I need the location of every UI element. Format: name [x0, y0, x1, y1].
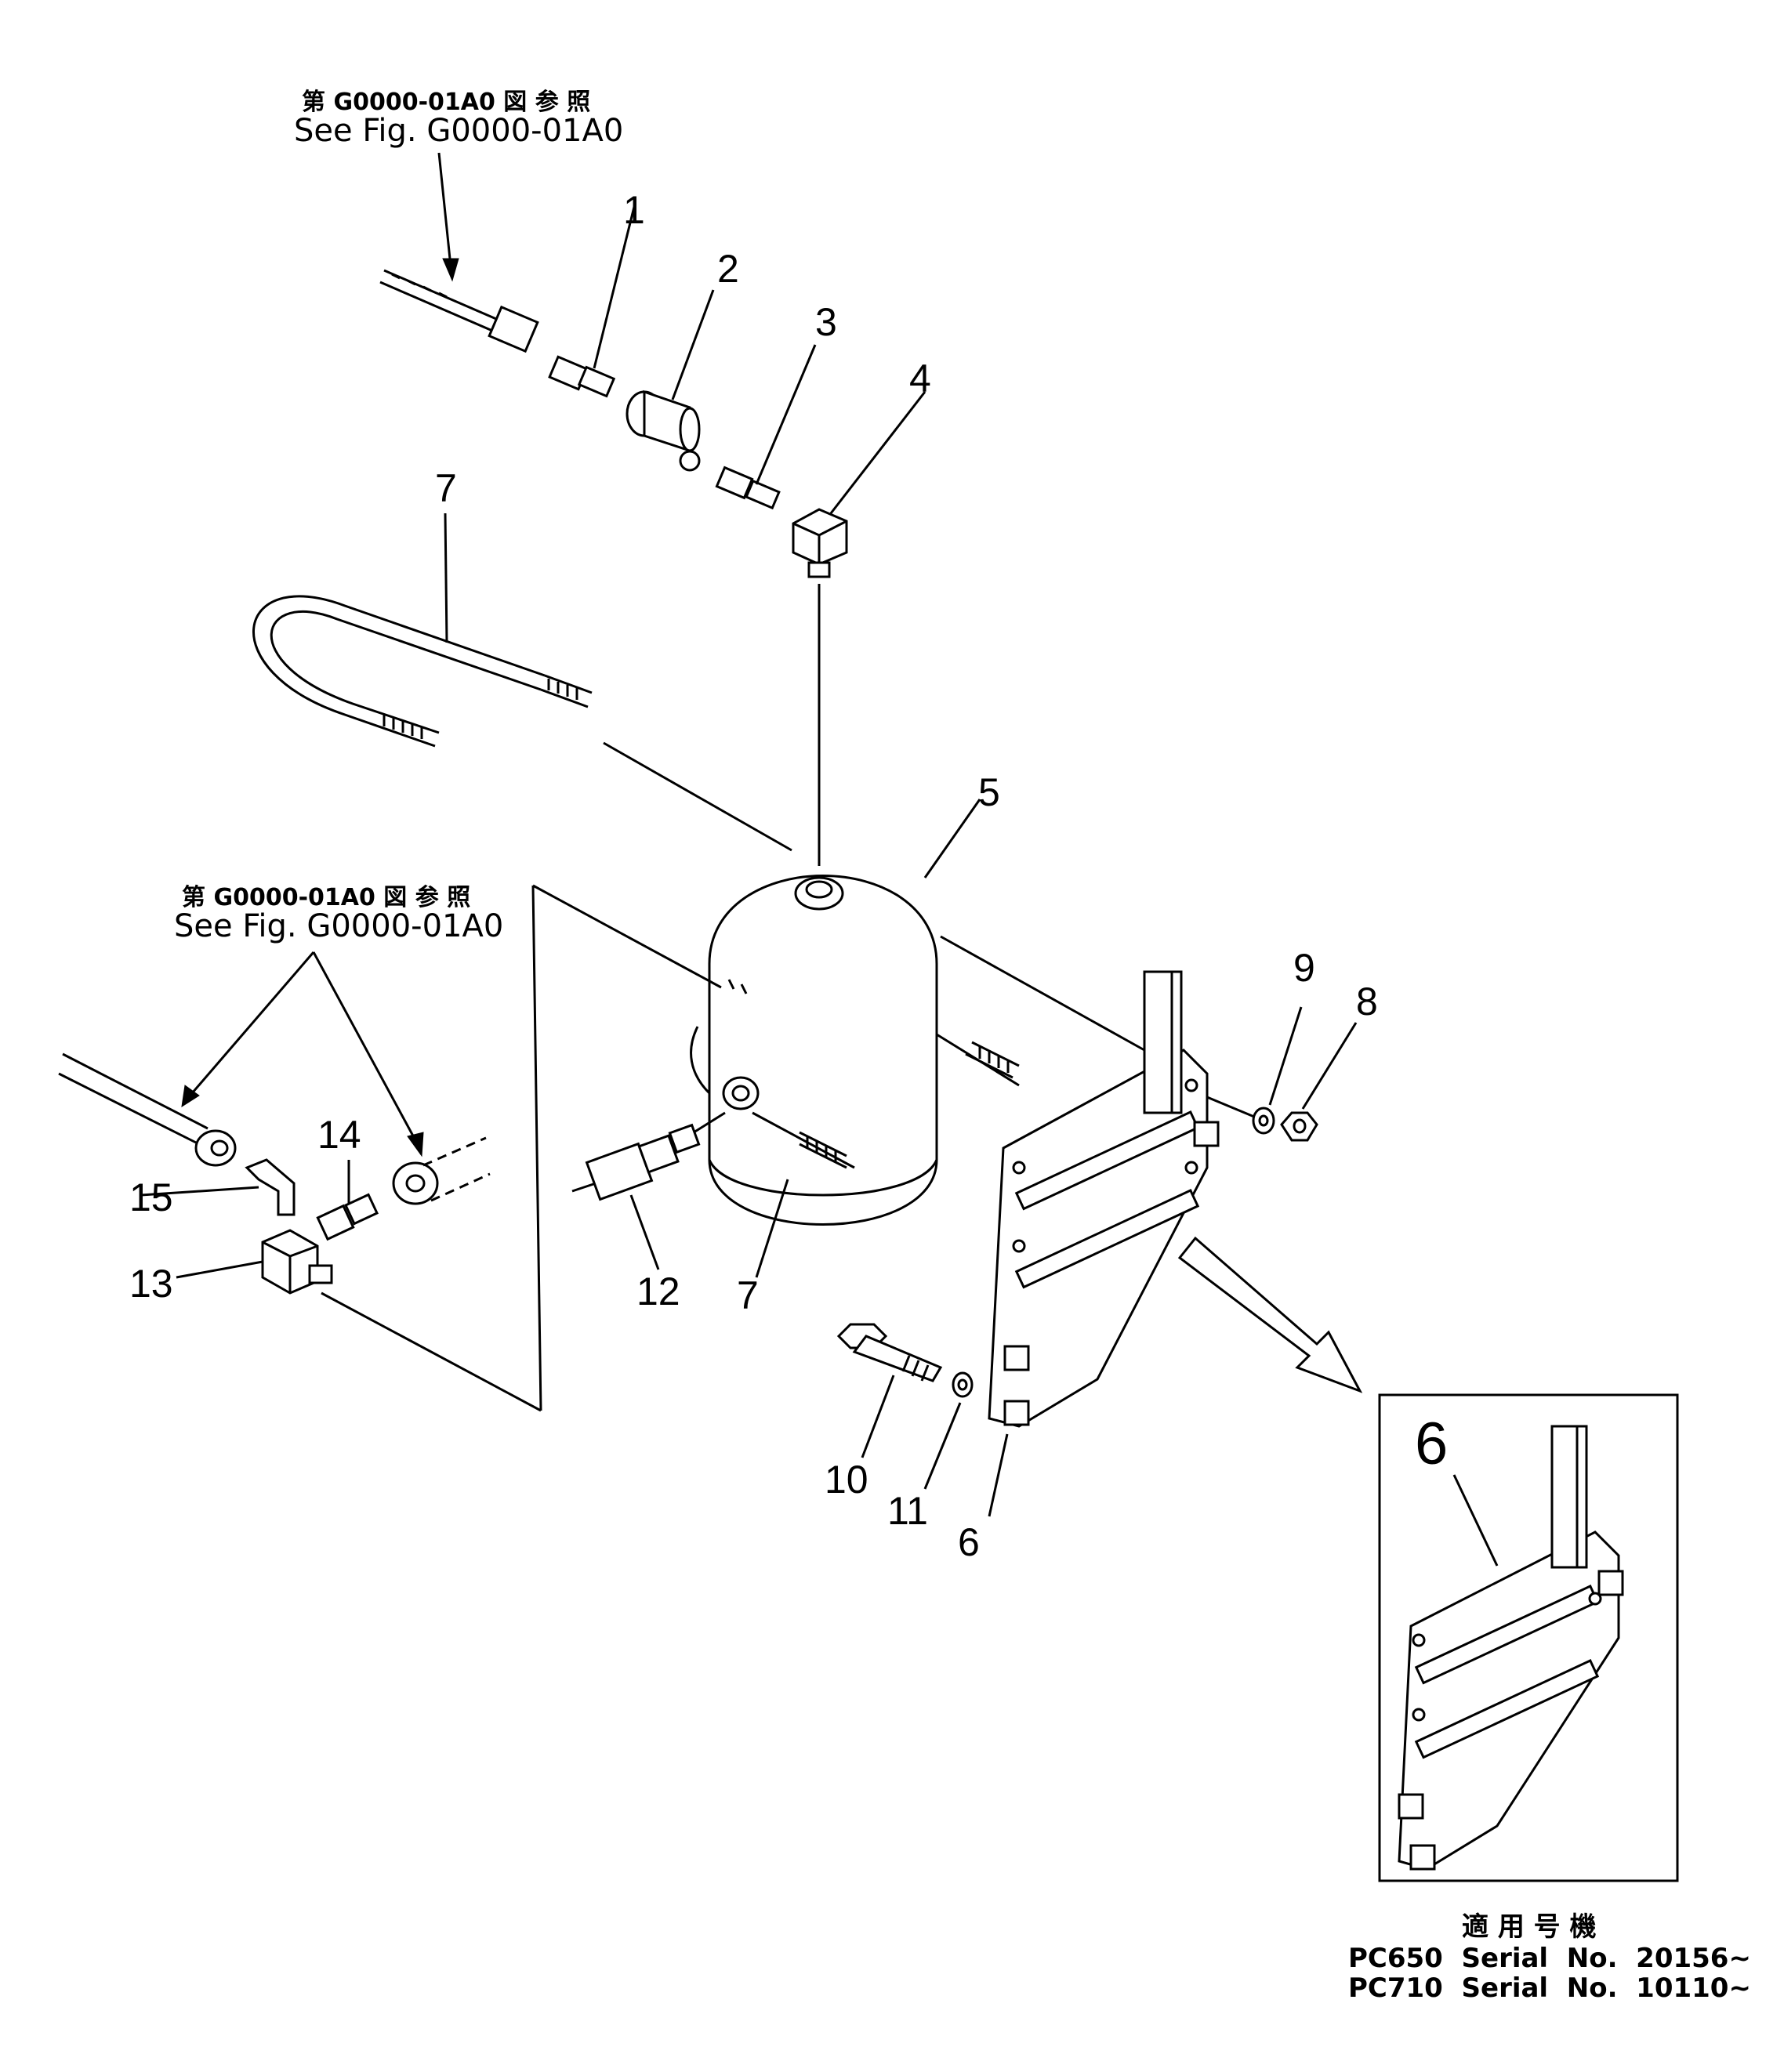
callout-6-inset: 6 — [1415, 1411, 1448, 1477]
part-11-washer: 11 — [887, 1371, 974, 1533]
pipe-hatching — [391, 273, 448, 299]
callout-4: 4 — [909, 357, 931, 400]
part-13-leader — [176, 1260, 263, 1279]
left-fig-reference: 第 G0000-01A0 図 参 照 See Fig. G0000-01A0 — [174, 884, 503, 1157]
left-ref-arrow-1 — [190, 951, 315, 1094]
top-pipe — [379, 269, 539, 353]
part-8-leader — [1301, 1022, 1358, 1110]
top-ref-en: See Fig. G0000-01A0 — [294, 113, 623, 149]
callout-5: 5 — [978, 770, 1000, 814]
part-7b-leader — [755, 1179, 789, 1278]
part-5-air-tank: 5 — [690, 770, 1000, 1226]
left-ref-arrowhead-2 — [407, 1132, 424, 1157]
callout-7a: 7 — [435, 466, 457, 510]
top-ref-arrowhead — [442, 258, 459, 282]
inset-arrow — [1177, 1236, 1363, 1393]
left-ref-jp: 第 G0000-01A0 図 参 照 — [182, 884, 470, 911]
callout-15: 15 — [129, 1175, 173, 1219]
right-pipe-end — [392, 1136, 491, 1205]
part-2-leader — [671, 289, 715, 400]
left-pipe — [58, 1052, 237, 1167]
serial-row-pc650: PC650 Serial No. 20156~ — [1348, 1943, 1751, 1974]
u-pipe-thread-left — [383, 715, 423, 739]
callout-1: 1 — [623, 188, 645, 232]
part-12-leader — [629, 1194, 660, 1270]
mounting-plane-lines — [531, 884, 722, 1411]
part-15-elbow: 15 — [129, 1158, 296, 1219]
part-15-leader — [140, 1186, 259, 1197]
part-3-connector: 3 — [715, 300, 837, 510]
callout-9: 9 — [1293, 946, 1315, 990]
callout-3: 3 — [815, 300, 837, 344]
part-3-leader — [755, 344, 817, 485]
u-pipe-thread-right — [547, 679, 578, 700]
inset-part-6-leader — [1452, 1474, 1499, 1567]
part-4-leader — [829, 391, 926, 514]
part-13-connection-line — [321, 1291, 542, 1412]
part-6-bracket: 6 — [958, 970, 1220, 1564]
top-ref-arrow — [437, 152, 452, 267]
part-9-leader — [1268, 1006, 1303, 1106]
part-12-drain-valve: 12 — [571, 1111, 726, 1313]
tank-to-bracket-line — [940, 935, 1145, 1052]
part-6-leader — [988, 1433, 1009, 1517]
part-14-connector: 14 — [316, 1113, 379, 1241]
callout-8: 8 — [1356, 980, 1378, 1023]
part-10-bolt: 10 — [825, 1323, 943, 1501]
pipe-nut — [488, 305, 539, 353]
callout-13: 13 — [129, 1262, 173, 1306]
callout-6: 6 — [958, 1520, 980, 1564]
part-7-u-pipe: 7 — [252, 466, 792, 852]
part-5-leader — [923, 799, 981, 878]
part-1-leader — [593, 203, 636, 369]
inset-box: 6 — [1378, 1393, 1679, 1882]
callout-12: 12 — [636, 1270, 680, 1313]
part-4-elbow: 4 — [792, 357, 931, 578]
serial-applicability: 適 用 号 機 PC650 Serial No. 20156~ PC710 Se… — [1348, 1911, 1751, 2004]
callout-2: 2 — [717, 247, 739, 291]
part-1-connector: 1 — [548, 188, 645, 398]
part-11-leader — [923, 1402, 962, 1490]
callout-7b: 7 — [737, 1273, 759, 1317]
serial-row-pc710: PC710 Serial No. 10110~ — [1348, 1972, 1751, 2004]
left-ref-en: See Fig. G0000-01A0 — [174, 908, 503, 944]
u-pipe-connection-line — [603, 741, 792, 852]
part-2-valve: 2 — [625, 247, 739, 472]
callout-14: 14 — [317, 1113, 361, 1157]
part-7-stud: 7 — [737, 1111, 855, 1317]
part-13-elbow-block: 13 — [129, 1229, 542, 1412]
part-10-leader — [861, 1375, 895, 1458]
part-7a-leader — [444, 513, 448, 643]
upper-stud — [936, 935, 1145, 1087]
inset-frame — [1378, 1393, 1679, 1882]
callout-10: 10 — [825, 1458, 868, 1501]
part-9-washer: 9 — [1206, 946, 1315, 1135]
callout-11: 11 — [887, 1489, 928, 1533]
part-8-nut: 8 — [1280, 980, 1378, 1142]
top-ref-jp: 第 G0000-01A0 図 参 照 — [302, 89, 590, 116]
serial-heading: 適 用 号 機 — [1462, 1911, 1597, 1943]
left-ref-arrowhead-1 — [181, 1085, 200, 1108]
left-ref-arrow-2 — [312, 951, 417, 1141]
top-fig-reference: 第 G0000-01A0 図 参 照 See Fig. G0000-01A0 — [294, 89, 623, 282]
